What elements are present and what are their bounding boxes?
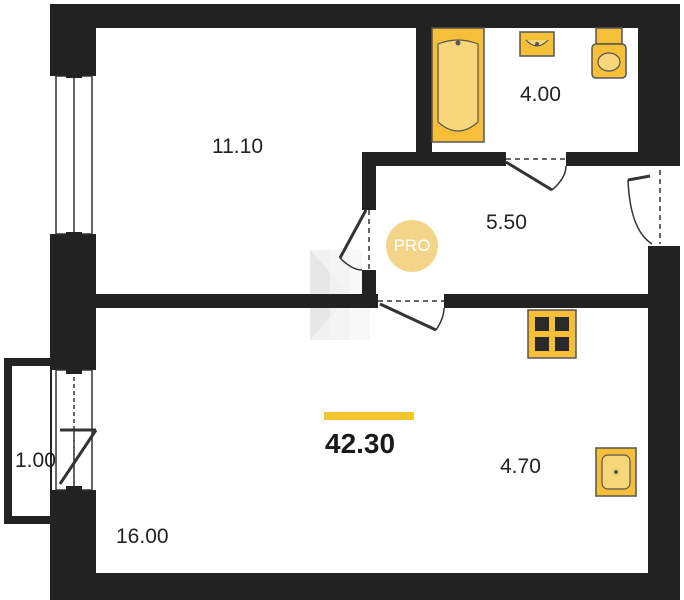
door-entrance bbox=[627, 166, 680, 246]
kitchen-sink-icon bbox=[595, 447, 637, 497]
pro-badge: PRO bbox=[386, 220, 438, 272]
door-hallway-living bbox=[378, 294, 445, 332]
living-area-label: 16.00 bbox=[116, 525, 169, 548]
balcony-area-label: 1.00 bbox=[15, 449, 56, 472]
door-bathroom bbox=[505, 152, 567, 192]
stove-icon bbox=[527, 309, 577, 359]
total-area-label: 42.30 bbox=[325, 428, 396, 459]
toilet-icon bbox=[591, 27, 627, 79]
balcony bbox=[4, 358, 52, 524]
room-area-label: 11.10 bbox=[212, 135, 263, 158]
kitchen-area-label: 4.70 bbox=[500, 455, 541, 478]
walls bbox=[50, 4, 680, 600]
bathroom-sink-icon bbox=[519, 31, 555, 57]
hallway-area-label: 5.50 bbox=[486, 211, 527, 234]
window-top-left bbox=[55, 70, 93, 240]
door-hallway-room bbox=[338, 209, 376, 271]
door-balcony bbox=[58, 428, 98, 485]
total-area-accent bbox=[324, 412, 414, 420]
bathroom-area-label: 4.00 bbox=[520, 83, 561, 106]
bathtub-icon bbox=[431, 27, 485, 143]
